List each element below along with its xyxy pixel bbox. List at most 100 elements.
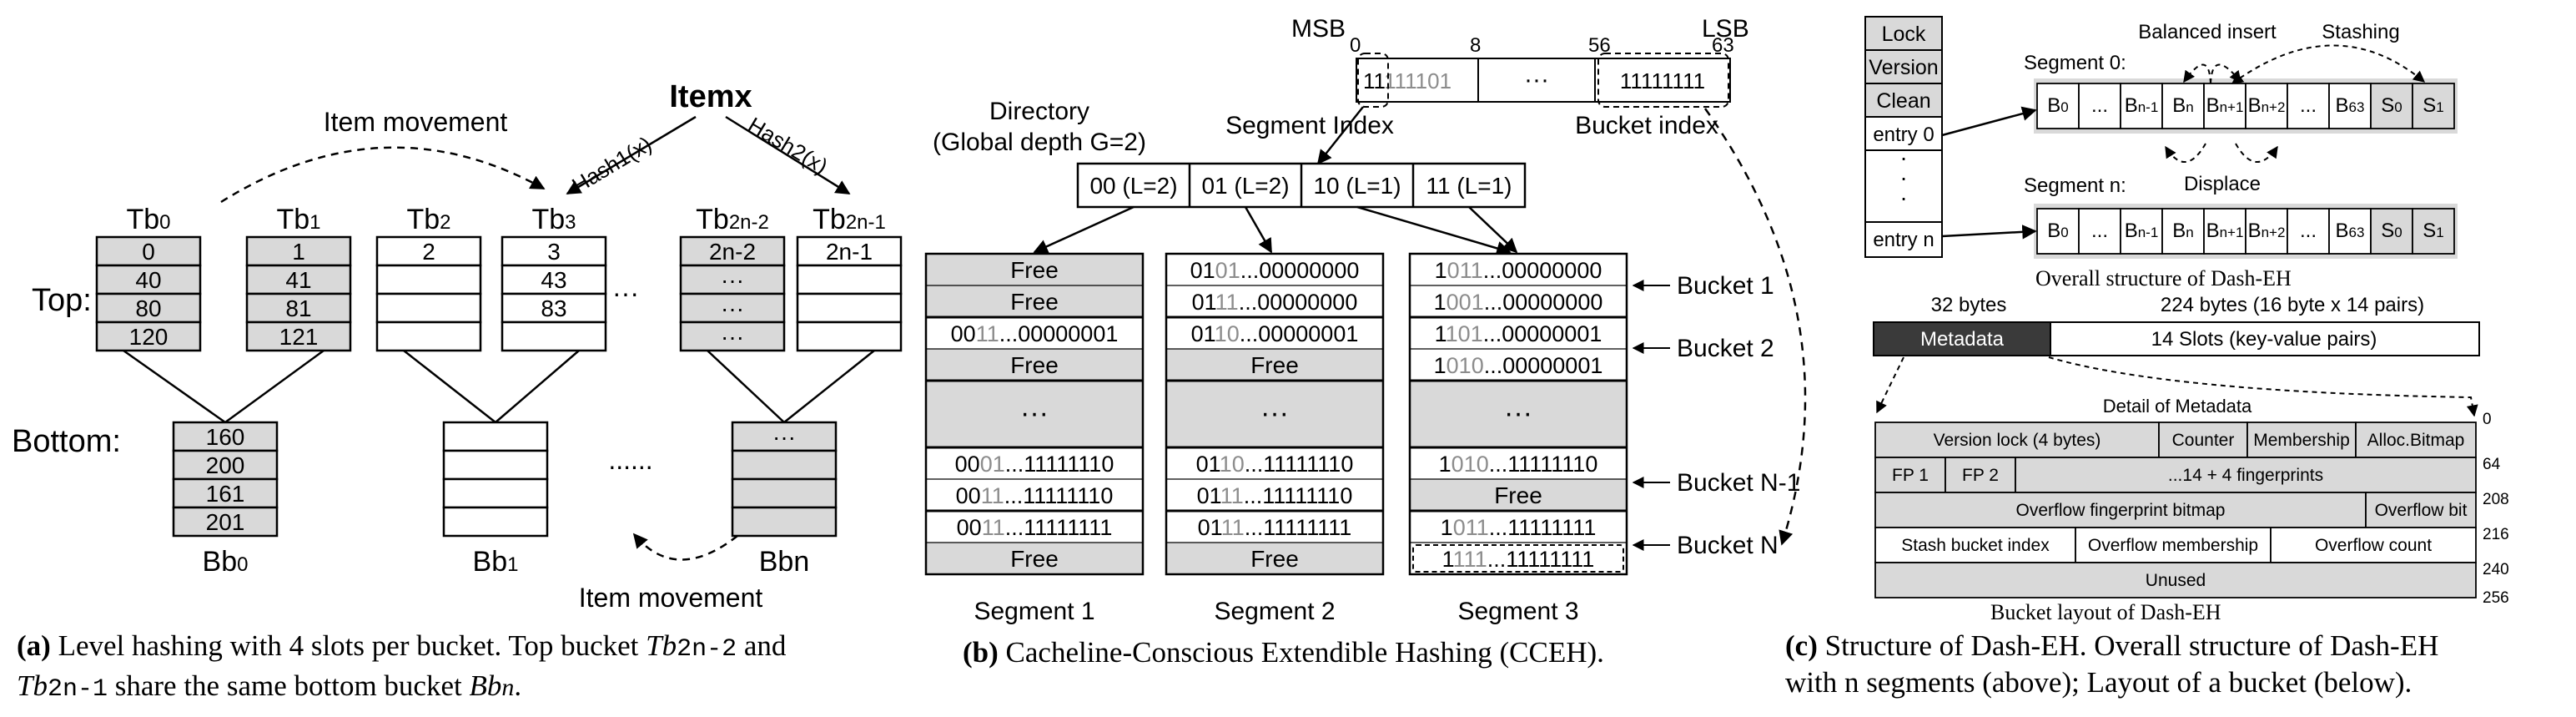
top-bucket-slot-value: ··· [721,295,744,321]
bucket-cell-sub: 1 [2436,99,2443,115]
bucket-cell-sub: 0 [2394,225,2402,240]
bottom-bucket-slot-value: 201 [206,509,245,535]
bottom-bucket-label-1-base: Bb [473,546,508,578]
metadata-field-label: FP 2 [1962,466,1999,485]
bucket-cell [2161,208,2205,255]
slot-key-tail: ...11111110 [1245,452,1354,477]
slot-key-gray: 11 [1220,483,1244,508]
segment-outline [924,252,1145,576]
balanced-insert-arrow-right [2210,63,2241,84]
top-bucket-slot-value: 40 [135,267,161,293]
caption-a-bbn-sub: n [501,674,515,701]
bucket-label-1: Bucket 2 [1677,335,1774,362]
free-slot [926,285,1143,317]
slot-key-prefix: 01 [1190,258,1215,283]
top-bucket-slot [375,321,482,352]
metadata-label: Metadata [1920,328,2005,351]
metadata-field [1874,562,2477,598]
slot-key-gray: 01 [1215,258,1240,283]
bottom-bucket-slot [442,421,549,452]
bucket-cell-base: B [2248,94,2262,117]
slot-key-tail: ...00000000 [1240,258,1360,283]
top-bucket-slot [245,264,352,295]
slot-key-gray: 011 [1447,258,1483,283]
vdots: · [1899,184,1907,210]
segment-label-2: Segment 2 [1214,598,1335,625]
item-movement-top-label: Item movement [324,107,508,137]
top-bucket-slot [245,292,352,324]
directory-subtitle: (Global depth G=2) [933,129,1146,156]
metadata-field-label: Counter [2172,431,2235,450]
data-slot [1410,317,1627,349]
metadata-field-label: Overflow count [2315,536,2432,555]
bucket-label-3: Bucket N [1677,532,1779,559]
metadata-field [2365,492,2477,528]
hash-key-tail: 11111111 [1620,68,1705,93]
metadata-field [2075,527,2272,563]
slot-key-gray: 10 [1220,452,1245,477]
top-bucket-header-3-base: Tb [531,204,565,235]
item-movement-bottom-arrow [632,533,738,561]
bucket-cell-sub: n-1 [2138,99,2159,115]
slot-key: 1001...00000000 [1434,290,1603,315]
free-slot [926,543,1143,574]
bottom-bucket-slot [731,477,838,509]
metadata-detail-arrow-left [1876,356,1904,414]
metadata-field-label: FP 1 [1892,466,1929,485]
connector-line [783,350,875,423]
bucket-cell-label: S1 [2423,220,2443,242]
bucket-cell-label: S0 [2381,220,2402,242]
free-label: Free [1010,289,1059,315]
top-bucket-slot [501,321,607,352]
bucket-cell [2036,83,2080,129]
directory: 00 (L=2)01 (L=2)10 (L=1)11 (L=1) [1033,162,1527,255]
data-slot [1410,285,1627,317]
bucket-cell-base: S [2423,94,2436,117]
bottom-ellipsis: ...... [608,445,652,475]
connector-line [495,350,580,423]
caption-a-tb2n2-sub: 2n-2 [677,635,737,664]
segment-outline [1408,252,1628,576]
slot-key-tail: ...00000001 [1484,353,1603,378]
top-bucket-slot [245,321,352,352]
ellipsis-label: ··· [1020,397,1049,429]
metadata-field [1874,492,2367,528]
target-slot-highlight [1412,544,1624,573]
bit-pos-8: 8 [1470,34,1481,57]
bucket-cell-base: B [2047,94,2060,117]
byte-offset-64: 64 [2483,456,2501,473]
slot-key-prefix: 1 [1435,258,1447,283]
metadata-field [2158,422,2248,458]
bottom-bucket-label-2: Bbn [759,546,810,578]
byte-offset-240: 240 [2483,561,2509,578]
bottom-label: Bottom: [12,424,121,459]
directory-pointer-arrow [1468,206,1518,254]
slot-key-prefix: 00 [957,515,982,540]
data-slot [1166,447,1383,479]
top-bucket-slot [95,235,202,267]
bucket-cell-sub: n+2 [2262,225,2286,240]
caption-a-end: . [514,669,522,702]
figure: Itemx Hash1(x) Hash2(x) Item movement To… [12,15,2509,625]
metadata-field [2015,457,2477,493]
data-slot [1410,349,1627,381]
slot-key-tail: ...00000000 [1239,290,1358,315]
hash-key-dots: ··· [1524,66,1549,93]
bucket-cell-sub: 0 [2394,99,2402,115]
top-bucket-slot-value: 80 [135,295,161,321]
bucket-cell [2287,208,2330,255]
top-bucket-slot-value: 43 [541,267,566,293]
metadata-field-label: Unused [2146,571,2206,590]
top-bucket-header-4: Tb2n-2 [696,204,769,235]
top-bucket-slot-value: 2n-1 [826,239,873,265]
byte-offset-208: 208 [2483,491,2509,508]
free-label: Free [1250,546,1299,572]
slot-key: 1010...11111110 [1439,452,1598,477]
connector-line [224,349,325,424]
hash1-arrow [566,115,697,195]
slot-key-prefix: 01 [1192,290,1216,315]
top-bucket-slot-value: 83 [541,295,566,321]
slot-key-prefix: 1 [1442,547,1454,572]
